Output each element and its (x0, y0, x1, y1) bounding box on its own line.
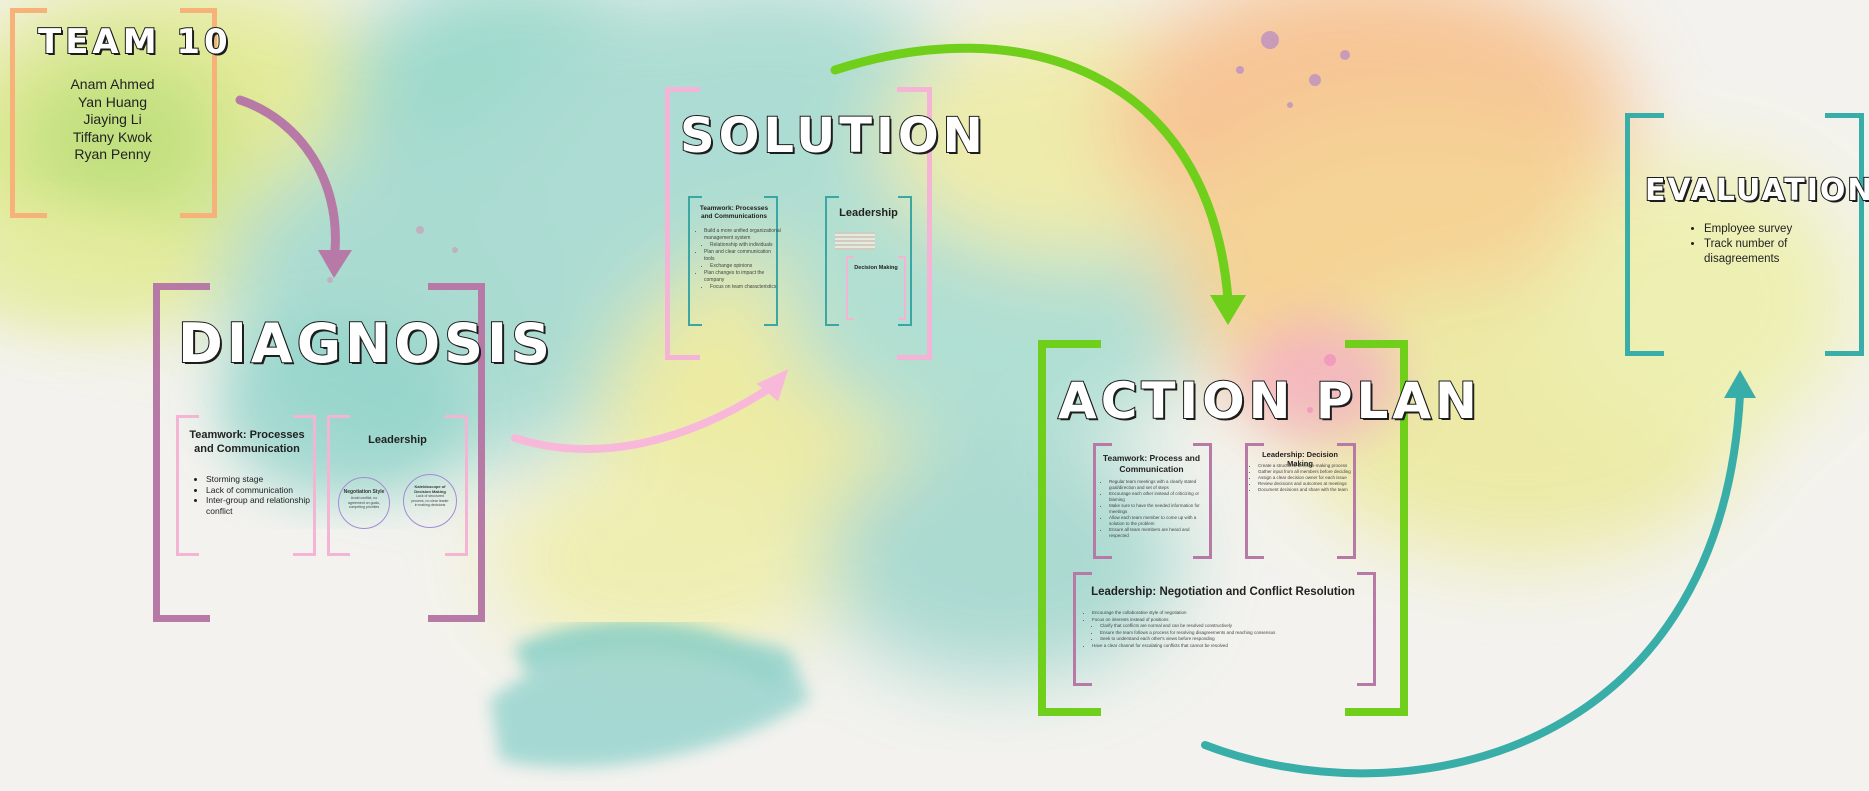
diagnosis-bracket-right (428, 283, 485, 622)
arrow-action-to-evaluation (1201, 370, 1756, 778)
circle-title: Kaleidoscope of Decision Making (414, 484, 446, 494)
arrow-solution-to-action (830, 43, 1246, 325)
negotiation-style-circle: Negotiation Style Avoid conflict, no agr… (338, 477, 390, 529)
member-name: Ryan Penny (74, 146, 151, 162)
list-item: Document decisions and share with the te… (1258, 487, 1356, 493)
evaluation-bullets: Employee survey Track number of disagree… (1690, 222, 1814, 267)
solution-teamwork-title: Teamwork: Processes and Communications (699, 205, 769, 220)
list-item: Focus on team characteristics (710, 284, 782, 291)
action-bracket-left (1038, 340, 1101, 716)
circle-text: Avoid conflict, no agreement on goals, c… (348, 496, 380, 509)
list-item: Lack of communication (206, 485, 326, 496)
member-name: Anam Ahmed (70, 76, 155, 92)
arrow-diagnosis-to-solution (511, 368, 789, 453)
solution-leadership-title: Leadership (839, 207, 898, 219)
list-item: Allow each team member to come up with a… (1109, 515, 1209, 527)
list-item: Create a structured decision-making proc… (1258, 463, 1356, 469)
diagnosis-teamwork-bracket-left (176, 415, 199, 556)
solution-leadership-bracket-right (898, 196, 912, 326)
list-item: Clarify that conflicts are normal and ca… (1100, 623, 1362, 630)
diagnosis-teamwork-bracket-right (293, 415, 316, 556)
negotiation-bullets: Encourage the collaborative style of neg… (1086, 610, 1362, 649)
team-members: Anam Ahmed Yan Huang Jiaying Li Tiffany … (40, 76, 185, 164)
solution-teamwork-bracket-left (688, 196, 702, 326)
list-item: Ensure all team members are heard and re… (1109, 527, 1209, 539)
list-item: Track number of disagreements (1704, 237, 1814, 267)
list-item: Storming stage (206, 474, 326, 485)
list-item: Have a clear channel for escalating conf… (1092, 643, 1362, 650)
list-item: Build a more unified organizational mana… (704, 228, 782, 242)
action-leadership-bullets: Create a structured decision-making proc… (1252, 463, 1356, 493)
list-item: Make sure to have the needed information… (1109, 503, 1209, 515)
list-item: Assign a clear decision owner for each i… (1258, 475, 1356, 481)
decision-bracket-right (898, 256, 906, 320)
action-teamwork-bracket-right (1193, 443, 1212, 559)
action-teamwork-bracket-left (1093, 443, 1112, 559)
solution-bracket-right (897, 87, 932, 360)
diagnosis-leadership-title: Leadership (368, 434, 427, 446)
diagnosis-leadership-bracket-left (327, 415, 350, 556)
list-item: Ensure the team follows a process for re… (1100, 630, 1362, 637)
member-name: Tiffany Kwok (72, 128, 153, 145)
solution-bracket-left (665, 87, 700, 360)
negotiation-bracket-right (1357, 572, 1376, 686)
action-leadership-title: Leadership: Decision Making (1262, 450, 1338, 468)
action-teamwork-title: Teamwork: Process and Communication (1102, 453, 1201, 474)
solution-leadership-bracket-left (825, 196, 839, 326)
circle-title: Negotiation Style (343, 489, 385, 495)
action-bracket-right (1345, 340, 1408, 716)
decision-making-circle: Kaleidoscope of Decision Making Lack of … (403, 474, 457, 528)
evaluation-bracket-right (1825, 113, 1864, 356)
action-teamwork-bullets: Regular team meetings with a clearly sta… (1103, 479, 1209, 539)
list-item: Regular team meetings with a clearly sta… (1109, 479, 1209, 491)
list-item: Review decisions and outcomes at meeting… (1258, 481, 1356, 487)
team-bracket-right (180, 8, 217, 218)
list-item: Gather input from all members before dec… (1258, 469, 1356, 475)
diagnosis-title: DIAGNOSIS (177, 311, 555, 376)
negotiation-bracket-left (1073, 572, 1092, 686)
diagnosis-teamwork-bullets: Storming stage Lack of communication Int… (192, 474, 326, 516)
member-name: Yan Huang (77, 93, 147, 110)
list-item: Seek to understand each other's views be… (1100, 636, 1362, 643)
list-item: Inter-group and relationship conflict (206, 495, 326, 516)
action-leadership-bracket-right (1337, 443, 1356, 559)
solution-leadership-image (835, 232, 875, 250)
action-leadership-bracket-left (1245, 443, 1264, 559)
evaluation-bracket-left (1625, 113, 1664, 356)
team-bracket-left (10, 8, 47, 218)
evaluation-title: EVALUATION (1644, 172, 1869, 209)
decision-making-title: Decision Making (854, 265, 898, 271)
action-plan-title: ACTION PLAN (1057, 371, 1481, 431)
list-item: Employee survey (1704, 222, 1814, 237)
member-name: Jiaying Li (83, 111, 142, 127)
team-title: TEAM 10 (37, 21, 232, 63)
list-item: Exchange opinions (710, 263, 782, 270)
negotiation-title: Leadership: Negotiation and Conflict Res… (1091, 586, 1355, 598)
list-item: Encourage the collaborative style of neg… (1092, 610, 1362, 617)
diagnosis-bracket-left (153, 283, 210, 622)
list-item: Plan changes to impact the company (704, 270, 782, 284)
solution-title: SOLUTION (679, 107, 987, 165)
decision-bracket-left (846, 256, 854, 320)
list-item: Plan and clear communication tools (704, 249, 782, 263)
list-item: Relationship with individuals (710, 242, 782, 249)
list-item: Encourage each other instead of criticiz… (1109, 491, 1209, 503)
diagnosis-teamwork-title: Teamwork: Processes and Communication (189, 429, 305, 455)
arrow-team-to-diagnosis (235, 95, 352, 278)
solution-teamwork-bullets: Build a more unified organizational mana… (698, 228, 782, 291)
circle-text: Lack of structured process, no clear lea… (411, 494, 449, 507)
solution-teamwork-bracket-right (764, 196, 778, 326)
diagnosis-leadership-bracket-right (445, 415, 468, 556)
list-item: Focus on interests instead of positions (1092, 617, 1362, 624)
